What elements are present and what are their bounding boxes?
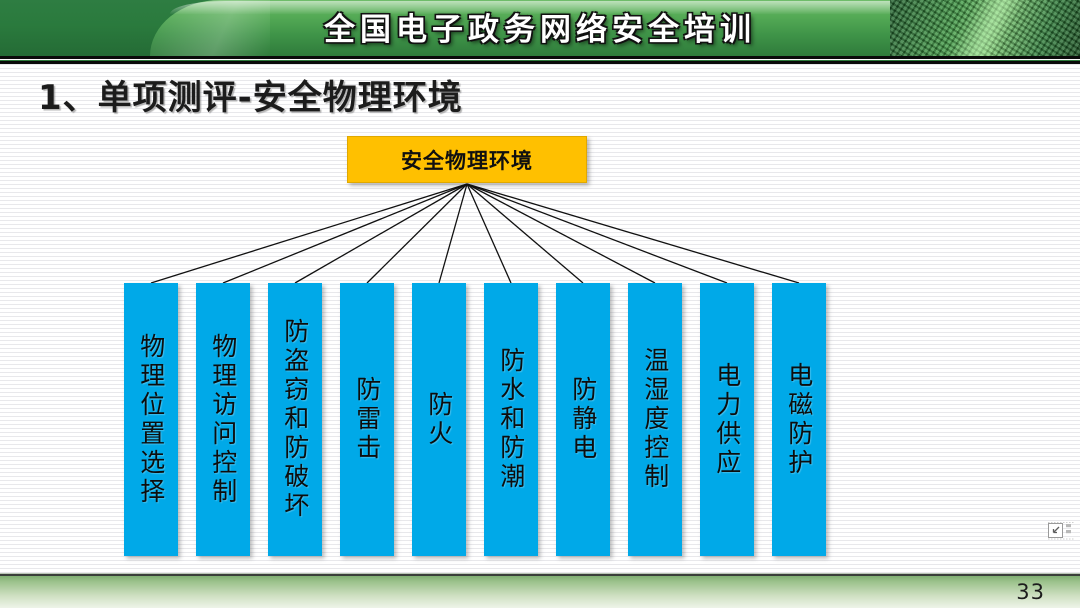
diagram-connector-line [466, 183, 656, 284]
page-title: 1、单项测评-安全物理环境 [38, 78, 463, 118]
diagram-root-node-label: 安全物理环境 [401, 148, 533, 173]
diagram-leaf-node-label: 物理位置选择 [136, 332, 166, 507]
diagram-connector-line [466, 183, 512, 284]
diagram-leaf-node[interactable]: 防火 [412, 283, 466, 556]
diagram-root-node[interactable]: 安全物理环境 [347, 136, 587, 183]
footer-divider-light [0, 573, 1080, 574]
diagram-connector-line [466, 183, 800, 284]
diagram-leaf-node-label: 防火 [424, 390, 454, 449]
diagram-connector-line [150, 183, 468, 284]
banner-mesh-texture [890, 0, 1080, 56]
diagram-leaf-node-label: 物理访问控制 [208, 332, 238, 507]
diagram-leaf-node-label: 防盗窃和防破坏 [280, 318, 310, 521]
diagram-leaf-node[interactable]: 防盗窃和防破坏 [268, 283, 322, 556]
diagram-connector-line [366, 183, 468, 284]
header-divider-line-2 [0, 60, 1080, 61]
page-number: 33 [1016, 580, 1045, 604]
header-divider-line-1 [0, 56, 1080, 59]
diagram-leaf-node-label: 防雷击 [352, 376, 382, 463]
diagram-leaf-node[interactable]: 物理访问控制 [196, 283, 250, 556]
header-divider-line-3 [0, 61, 1080, 64]
banner-gloss-highlight [170, 1, 930, 14]
diagram-leaf-node-label: 电力供应 [712, 361, 742, 478]
diagram-leaf-node-label: 温湿度控制 [640, 347, 670, 492]
diagram-leaf-node[interactable]: 防雷击 [340, 283, 394, 556]
diagram-leaf-node[interactable]: 温湿度控制 [628, 283, 682, 556]
diagram-connector-line [438, 183, 468, 284]
diagram-leaf-node-label: 电磁防护 [784, 361, 814, 478]
diagram-connector-line [222, 183, 468, 284]
diagram-connector-line [294, 183, 468, 284]
diagram-leaf-node[interactable]: 电磁防护 [772, 283, 826, 556]
footer-bar: 33 [0, 576, 1080, 608]
banner-title: 全国电子政务网络安全培训 [324, 11, 756, 48]
diagram-leaf-node-label: 防静电 [568, 376, 598, 463]
diagram-leaf-node-label: 防水和防潮 [496, 347, 526, 492]
header-banner: 全国电子政务网络安全培训 [0, 0, 1080, 56]
resize-handle-icon[interactable] [1048, 522, 1074, 540]
diagram-connector-line [466, 183, 584, 284]
diagram-leaf-node[interactable]: 物理位置选择 [124, 283, 178, 556]
diagram-leaf-node[interactable]: 防静电 [556, 283, 610, 556]
diagram-leaf-node[interactable]: 电力供应 [700, 283, 754, 556]
diagram-leaf-bars: 物理位置选择 物理访问控制 防盗窃和防破坏 防雷击 防火 防水和防潮 防静电 温湿度控制 电力供… [0, 283, 1080, 558]
diagram-connector-line [466, 183, 728, 284]
diagram-leaf-node[interactable]: 防水和防潮 [484, 283, 538, 556]
footer-divider-dark [0, 574, 1080, 576]
